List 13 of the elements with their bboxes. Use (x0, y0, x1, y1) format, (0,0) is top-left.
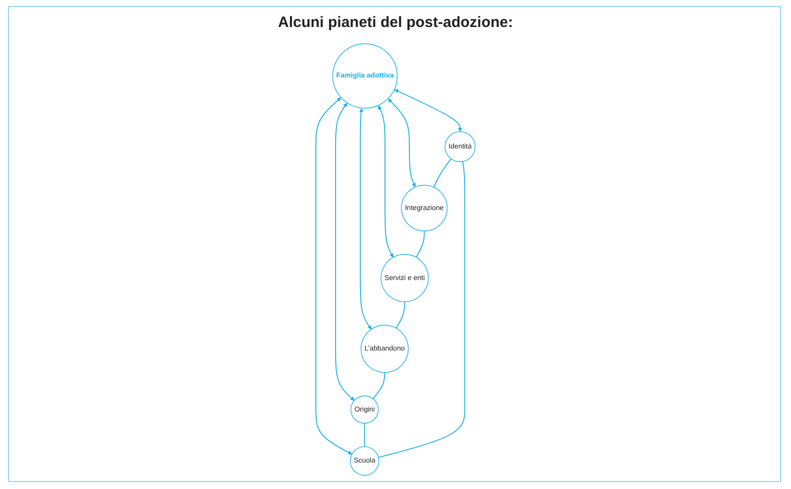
connector (364, 422, 366, 448)
connector (396, 301, 406, 329)
connector (372, 372, 386, 400)
arrow (335, 102, 354, 401)
arrow (315, 97, 352, 454)
connector (378, 161, 466, 458)
arrow (394, 89, 462, 132)
arrow (359, 108, 372, 330)
connector (416, 230, 425, 258)
connector (433, 158, 452, 188)
arrow (388, 98, 416, 188)
arrow (378, 105, 394, 258)
diagram-title: Alcuni pianeti del post-adozione: (276, 14, 514, 31)
